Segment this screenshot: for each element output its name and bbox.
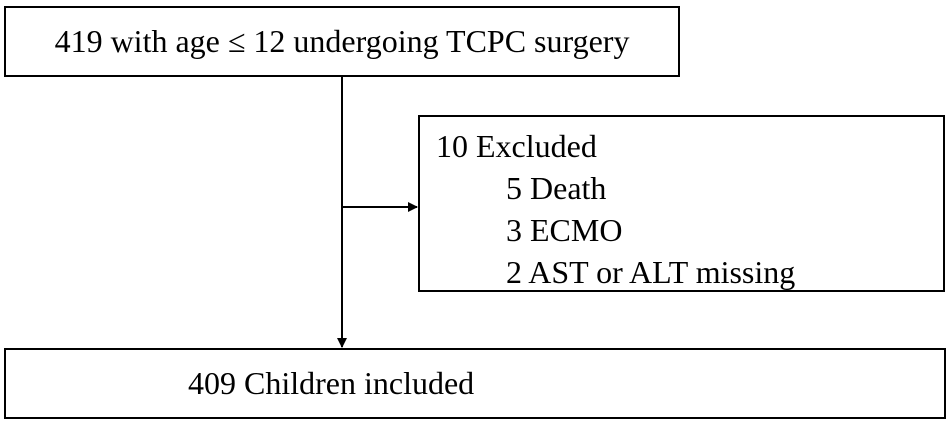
end-box: 409 Children included bbox=[4, 348, 946, 419]
excluded-item-missing: 2 AST or ALT missing bbox=[506, 254, 796, 290]
excluded-item-ecmo: 3 ECMO bbox=[506, 212, 623, 248]
end-text: 409 Children included bbox=[188, 365, 475, 401]
excluded-box: 10 Excluded 5 Death 3 ECMO 2 AST or ALT … bbox=[418, 115, 945, 292]
start-text: 419 with age ≤ 12 undergoing TCPC surger… bbox=[54, 23, 630, 59]
excluded-item-death: 5 Death bbox=[506, 170, 607, 206]
excluded-title: 10 Excluded bbox=[436, 128, 597, 164]
start-box: 419 with age ≤ 12 undergoing TCPC surger… bbox=[4, 6, 680, 77]
